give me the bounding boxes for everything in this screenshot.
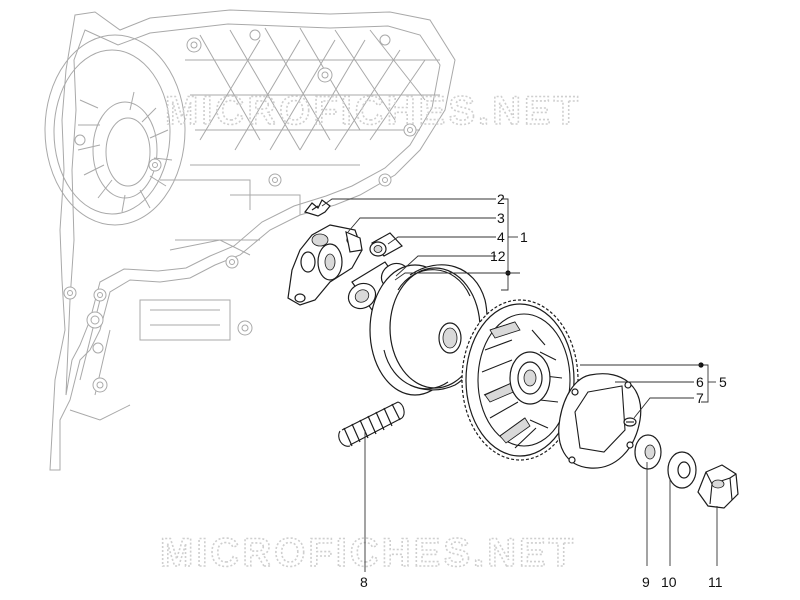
callout-3: 3 — [497, 210, 505, 226]
part-spring — [338, 401, 405, 447]
callout-9: 9 — [642, 574, 650, 590]
callout-7: 7 — [696, 390, 704, 406]
part-drive-pulley-gear — [461, 299, 579, 461]
part-screw — [623, 417, 637, 427]
callout-1: 1 — [520, 229, 528, 245]
callout-6: 6 — [696, 374, 704, 390]
part-pulley-half — [369, 264, 488, 396]
callout-labels: 2 3 4 1 12 6 5 7 8 9 10 11 — [360, 191, 727, 590]
callout-4: 4 — [497, 229, 505, 245]
callout-12: 12 — [490, 248, 506, 264]
callout-2: 2 — [497, 191, 505, 207]
watermark-top: MICROFICHES.NET — [165, 89, 581, 133]
part-ramp-plate — [287, 224, 363, 306]
leader-lines — [321, 198, 718, 572]
part-nut — [697, 464, 739, 509]
part-clip — [303, 199, 331, 217]
callout-10: 10 — [661, 574, 677, 590]
callout-8: 8 — [360, 574, 368, 590]
part-cover-plate — [558, 373, 642, 469]
callout-5: 5 — [719, 374, 727, 390]
watermark-bottom: MICROFICHES.NET — [160, 531, 576, 575]
engine-crankcase — [44, 9, 456, 471]
part-roller — [369, 232, 403, 257]
callout-11: 11 — [708, 574, 723, 590]
part-spring-washer — [667, 451, 697, 489]
part-washer — [634, 434, 662, 470]
